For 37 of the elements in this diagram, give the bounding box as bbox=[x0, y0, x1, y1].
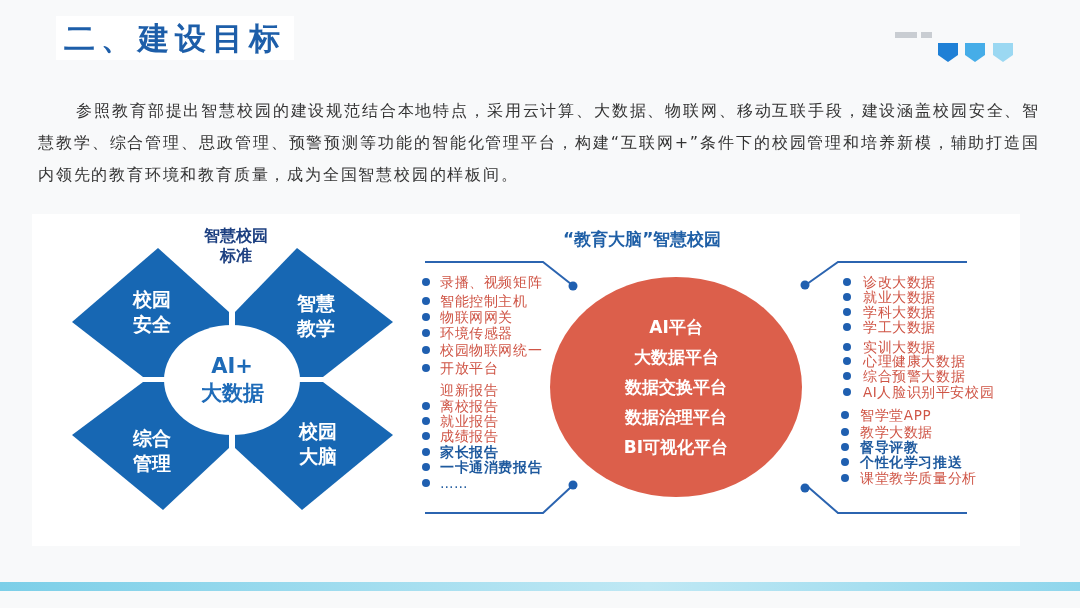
list-item: 诊改大数据 bbox=[863, 274, 936, 290]
section-heading: 智慧校园标准 bbox=[203, 226, 269, 266]
list-item: 课堂教学质量分析 bbox=[860, 470, 977, 486]
platform-label: AI平台 bbox=[649, 316, 703, 339]
list-item: 综合预警大数据 bbox=[863, 368, 966, 384]
platform-label: BI可视化平台 bbox=[623, 436, 729, 459]
list-item: 家长报告 bbox=[440, 444, 499, 460]
section-heading: “教育大脑”智慧校园 bbox=[563, 228, 722, 250]
list-item: 个性化学习推送 bbox=[860, 454, 963, 470]
list-item: 学工大数据 bbox=[863, 319, 936, 335]
list-item: 教学大数据 bbox=[860, 424, 933, 440]
list-item: 就业报告 bbox=[440, 413, 499, 429]
list-item: 智学堂APP bbox=[860, 407, 932, 423]
list-item: 成绩报告 bbox=[440, 428, 499, 444]
diamond-label: 智慧教学 bbox=[296, 291, 336, 341]
slide-title: 二、建设目标 bbox=[56, 16, 294, 60]
list-item: 离校报告 bbox=[440, 398, 499, 414]
list-item: …… bbox=[440, 475, 469, 491]
diamond-label: 综合管理 bbox=[132, 426, 172, 476]
diamond-label: 校园安全 bbox=[132, 287, 172, 337]
body-paragraph: 参照教育部提出智慧校园的建设规范结合本地特点，采用云计算、大数据、物联网、移动互联手段，建设涵盖校园安全、智慧教学、综合管理、思政管理、预警预测等功能的智能化管理平台，构建“互联网+”条件下的校园管理和培养新模，辅助打造国内领先的教育环境和教育质量，成为全国智慧校园的样板间。 bbox=[38, 100, 1040, 186]
list-item: 环境传感器 bbox=[440, 325, 513, 341]
list-item: 开放平台 bbox=[440, 360, 499, 376]
list-item: 智能控制主机 bbox=[440, 293, 528, 309]
diamond-label: 校园大脑 bbox=[298, 419, 338, 469]
list-item: 实训大数据 bbox=[863, 339, 936, 355]
list-item: 督导评教 bbox=[860, 439, 919, 455]
platform-label: 数据交换平台 bbox=[625, 376, 727, 399]
center-label: AI+大数据 bbox=[200, 353, 264, 407]
list-item: 就业大数据 bbox=[863, 289, 936, 305]
platform-label: 数据治理平台 bbox=[625, 406, 727, 429]
list-item: 物联网网关 bbox=[440, 309, 513, 325]
list-item: 学科大数据 bbox=[863, 304, 936, 320]
list-item: 心理健康大数据 bbox=[863, 353, 966, 369]
list-item: AI人脸识别平安校园 bbox=[863, 384, 995, 400]
list-item: 迎新报告 bbox=[440, 382, 499, 398]
platform-label: 大数据平台 bbox=[633, 346, 719, 369]
